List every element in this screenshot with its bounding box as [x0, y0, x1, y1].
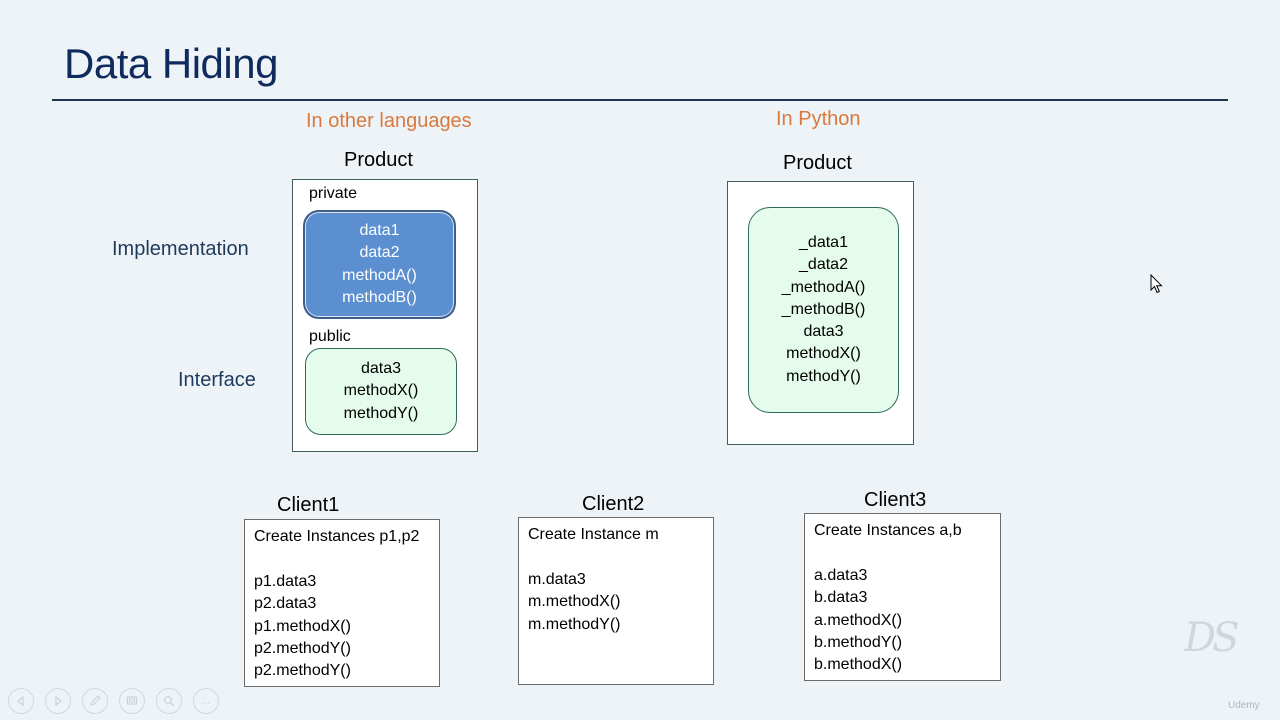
python-caption: In Python — [776, 108, 861, 130]
client1-line: p2.methodY() — [254, 639, 351, 657]
python-item: _data1 — [799, 233, 848, 251]
private-members-block: data1 data2 methodA() methodB() — [303, 210, 456, 319]
right-product-heading: Product — [783, 152, 852, 174]
client1-heading: Client1 — [277, 494, 340, 516]
private-item: methodB() — [342, 288, 417, 306]
more-icon[interactable]: ... — [193, 688, 219, 714]
python-item: methodY() — [786, 367, 861, 385]
python-item: _data2 — [799, 256, 848, 274]
client3-line: Create Instances a,b — [814, 522, 962, 539]
public-item: methodX() — [343, 382, 419, 400]
client3-box: Create Instances a,b a.data3 b.data3 a.m… — [804, 513, 1001, 681]
python-item: _methodB() — [781, 300, 866, 318]
client3-heading: Client3 — [864, 489, 927, 511]
slides-icon[interactable] — [119, 688, 145, 714]
client1-line — [254, 548, 439, 570]
client3-line — [814, 542, 1000, 564]
ds-logo: DS — [1184, 615, 1240, 661]
private-label: private — [309, 185, 358, 202]
client2-line: Create Instance m — [528, 526, 659, 543]
udemy-watermark: Udemy — [1228, 700, 1260, 711]
client2-heading: Client2 — [582, 493, 645, 515]
client2-line — [528, 546, 713, 568]
left-product-box: private data1 data2 methodA() methodB() … — [292, 179, 478, 452]
page-title: Data Hiding — [64, 40, 278, 87]
client2-box: Create Instance m m.data3 m.methodX() m.… — [518, 517, 714, 685]
presentation-toolbar: ... — [8, 688, 219, 714]
pen-icon[interactable] — [82, 688, 108, 714]
zoom-icon[interactable] — [156, 688, 182, 714]
mouse-cursor-icon — [1150, 274, 1163, 294]
client1-line: p1.data3 — [254, 572, 317, 590]
previous-icon[interactable] — [8, 688, 34, 714]
python-item: methodX() — [786, 345, 861, 363]
client1-line: p1.methodX() — [254, 617, 351, 635]
client1-line: p2.methodY() — [254, 662, 351, 680]
client3-line: b.methodX() — [814, 656, 903, 674]
client2-line: m.data3 — [528, 570, 586, 588]
client2-line: m.methodX() — [528, 593, 621, 611]
python-item: data3 — [803, 323, 844, 341]
python-members-block: _data1 _data2 _methodA() _methodB() data… — [748, 207, 899, 413]
private-item: data1 — [359, 221, 400, 239]
other-languages-caption: In other languages — [306, 110, 472, 132]
client3-line: b.methodY() — [814, 633, 903, 651]
title-divider — [52, 99, 1228, 101]
public-item: data3 — [360, 360, 402, 378]
implementation-label: Implementation — [112, 238, 249, 260]
client3-line: a.data3 — [814, 566, 868, 584]
client1-box: Create Instances p1,p2 p1.data3 p2.data3… — [244, 519, 440, 687]
left-product-heading: Product — [344, 149, 413, 171]
private-item: methodA() — [342, 266, 417, 284]
client3-line: b.data3 — [814, 589, 868, 607]
public-label: public — [309, 328, 351, 345]
next-icon[interactable] — [45, 688, 71, 714]
right-product-box: _data1 _data2 _methodA() _methodB() data… — [727, 181, 914, 445]
public-item: methodY() — [343, 404, 419, 422]
client1-line: Create Instances p1,p2 — [254, 528, 420, 545]
client3-line: a.methodX() — [814, 611, 903, 629]
python-item: _methodA() — [781, 278, 866, 296]
private-item: data2 — [359, 244, 400, 262]
client1-line: p2.data3 — [254, 595, 317, 613]
client2-line: m.methodY() — [528, 615, 621, 633]
interface-label: Interface — [178, 369, 256, 391]
public-members-block: data3 methodX() methodY() — [305, 348, 457, 435]
